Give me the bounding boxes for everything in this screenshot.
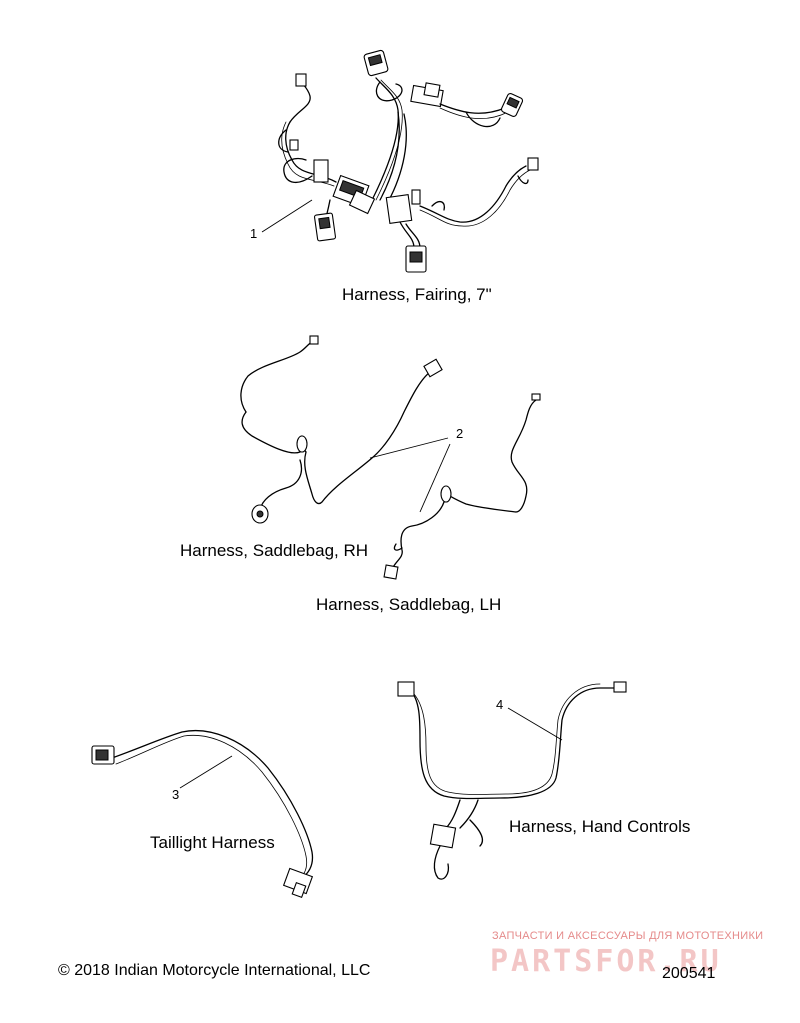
- label-saddlebag-lh: Harness, Saddlebag, LH: [316, 595, 502, 614]
- saddlebag-rh-drawing: [240, 335, 451, 524]
- callout-2: 2: [456, 426, 464, 441]
- diagram-number: 200541: [662, 965, 716, 982]
- hand-controls-harness-drawing: [397, 681, 627, 880]
- callout-4: 4: [496, 697, 504, 712]
- label-fairing-harness: Harness, Fairing, 7": [342, 285, 492, 304]
- label-saddlebag-rh: Harness, Saddlebag, RH: [180, 541, 369, 560]
- saddlebag-lh-drawing: [383, 393, 541, 580]
- callout-1: 1: [250, 226, 258, 241]
- watermark-logo: PARTSFOR.RU: [490, 944, 722, 979]
- label-hand-controls-harness: Harness, Hand Controls: [509, 817, 691, 836]
- label-taillight-harness: Taillight Harness: [150, 833, 275, 852]
- copyright-notice: © 2018 Indian Motorcycle International, …: [58, 962, 371, 979]
- fairing-harness-drawing: [261, 49, 539, 273]
- taillight-harness-drawing: [91, 730, 314, 899]
- watermark-tagline: ЗАПЧАСТИ И АКСЕССУАРЫ ДЛЯ МОТОТЕХНИКИ: [492, 930, 764, 942]
- callout-3: 3: [172, 787, 180, 802]
